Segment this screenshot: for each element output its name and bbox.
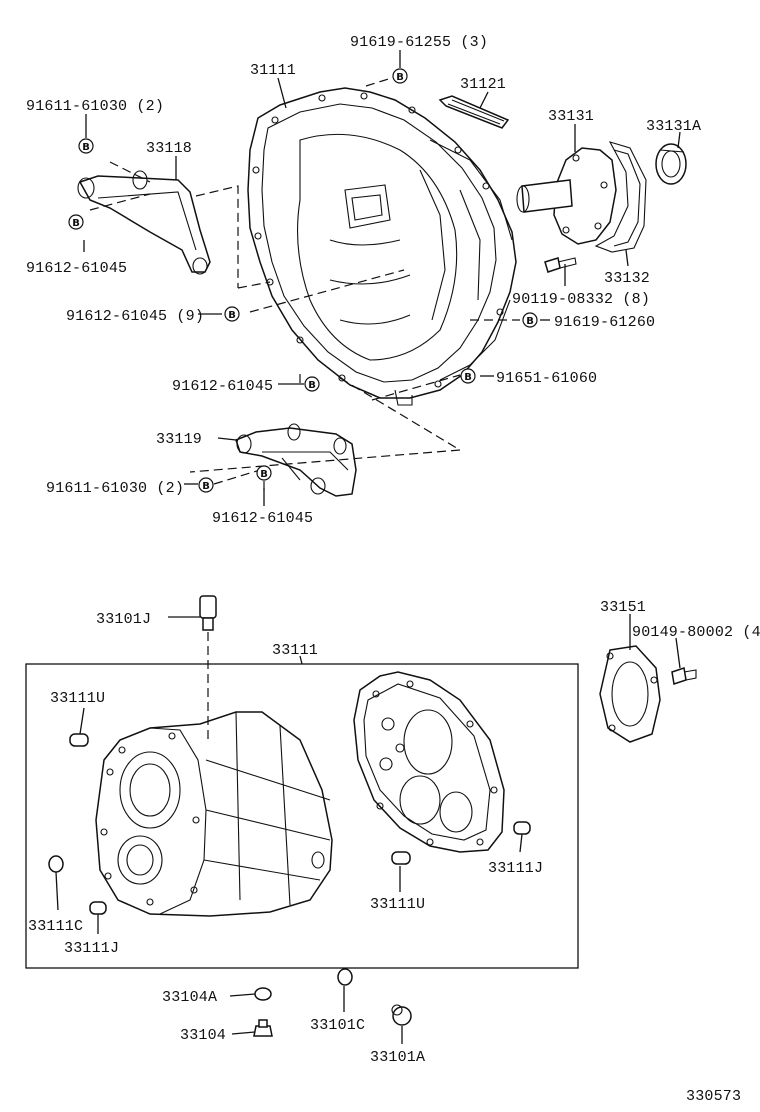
switch-33101J [199,595,217,740]
label-33111-case: 33111 [272,642,318,659]
bolt-symbol-91611-61030-top: B [78,138,94,154]
bolt-symbol-91619-61255: B [392,68,408,84]
label-91611-61030-bot: 91611-61030 (2) [46,480,184,497]
label-33101A: 33101A [370,1049,425,1066]
bolt-symbol-91612-61045-mid: B [304,376,320,392]
leader-lines [55,50,681,1044]
plug-33101C [337,968,353,986]
label-33104: 33104 [180,1027,226,1044]
gasket-33132 [594,141,647,253]
label-33111U-left: 33111U [50,690,105,707]
svg-text:B: B [526,316,534,327]
cover-plate-31121 [438,95,510,129]
bearing-retainer-33131 [516,147,617,245]
label-33111U-mid: 33111U [370,896,425,913]
part-labels: 91619-61255 (3) 31111 31121 91611-61030 … [26,34,760,1105]
bolt-90149-80002 [671,667,697,685]
label-91612-61045-top: 91612-61045 [26,260,127,277]
drawing-number: 330573 [686,1088,741,1105]
label-31121: 31121 [460,76,506,93]
bolt-symbol-91612-61045-top: B [68,214,84,230]
label-33111J-left: 33111J [64,940,119,957]
svg-text:B: B [228,310,236,321]
bracket-33119 [235,423,357,497]
label-33104A: 33104A [162,989,217,1006]
bolt-symbol-91651-61060: B [460,368,476,384]
svg-text:B: B [396,72,404,83]
bolt-symbol-91611-61030-bot: B [198,477,214,493]
plug-33104 [253,1019,273,1037]
label-33101C: 33101C [310,1017,365,1034]
label-31111: 31111 [250,62,296,79]
dowel-pin-33111J-left [89,901,107,915]
label-91612-61045-9: 91612-61045 (9) [66,308,204,325]
label-33101J: 33101J [96,611,151,628]
label-91619-61255: 91619-61255 (3) [350,34,488,51]
retainer-33151 [599,645,661,743]
bolt-symbol-91612-61045-9: B [224,306,240,322]
label-33111J-right: 33111J [488,860,543,877]
label-33151: 33151 [600,599,646,616]
bolt-90119-08332 [544,257,577,273]
svg-text:B: B [72,218,80,229]
plug-33111C [48,855,64,873]
plug-33104A [254,987,272,1001]
bolt-symbol-91619-61260: B [522,312,538,328]
label-33132: 33132 [604,270,650,287]
label-91612-61045-bot: 91612-61045 [212,510,313,527]
label-90149-80002: 90149-80002 (4) [632,624,760,641]
label-91612-61045-mid: 91612-61045 [172,378,273,395]
svg-text:B: B [464,372,472,383]
label-90119-08332: 90119-08332 (8) [512,291,650,308]
label-91611-61030-top: 91611-61030 (2) [26,98,164,115]
svg-text:B: B [308,380,316,391]
dashed-assembly-lines-top [89,75,520,490]
label-33111C: 33111C [28,918,83,935]
dowel-pin-33111U-left [69,733,89,747]
label-91619-61260: 91619-61260 [554,314,655,331]
dowel-pin-33111J-right [513,821,531,835]
clutch-housing-31111 [247,87,517,406]
label-33131A: 33131A [646,118,701,135]
label-33119: 33119 [156,431,202,448]
bolt-symbol-91612-61045-bot: B [256,465,272,481]
oil-seal-33131A [655,143,687,185]
dowel-pin-33111U-mid [391,851,411,865]
transmission-case-33111 [95,711,333,917]
svg-text:B: B [260,469,268,480]
bracket-33118 [77,170,211,275]
plug-33101A [391,1004,412,1026]
adapter-plate-33111 [353,671,505,853]
label-33131: 33131 [548,108,594,125]
svg-text:B: B [82,142,90,153]
label-33118: 33118 [146,140,192,157]
svg-text:B: B [202,481,210,492]
label-91651-61060: 91651-61060 [496,370,597,387]
